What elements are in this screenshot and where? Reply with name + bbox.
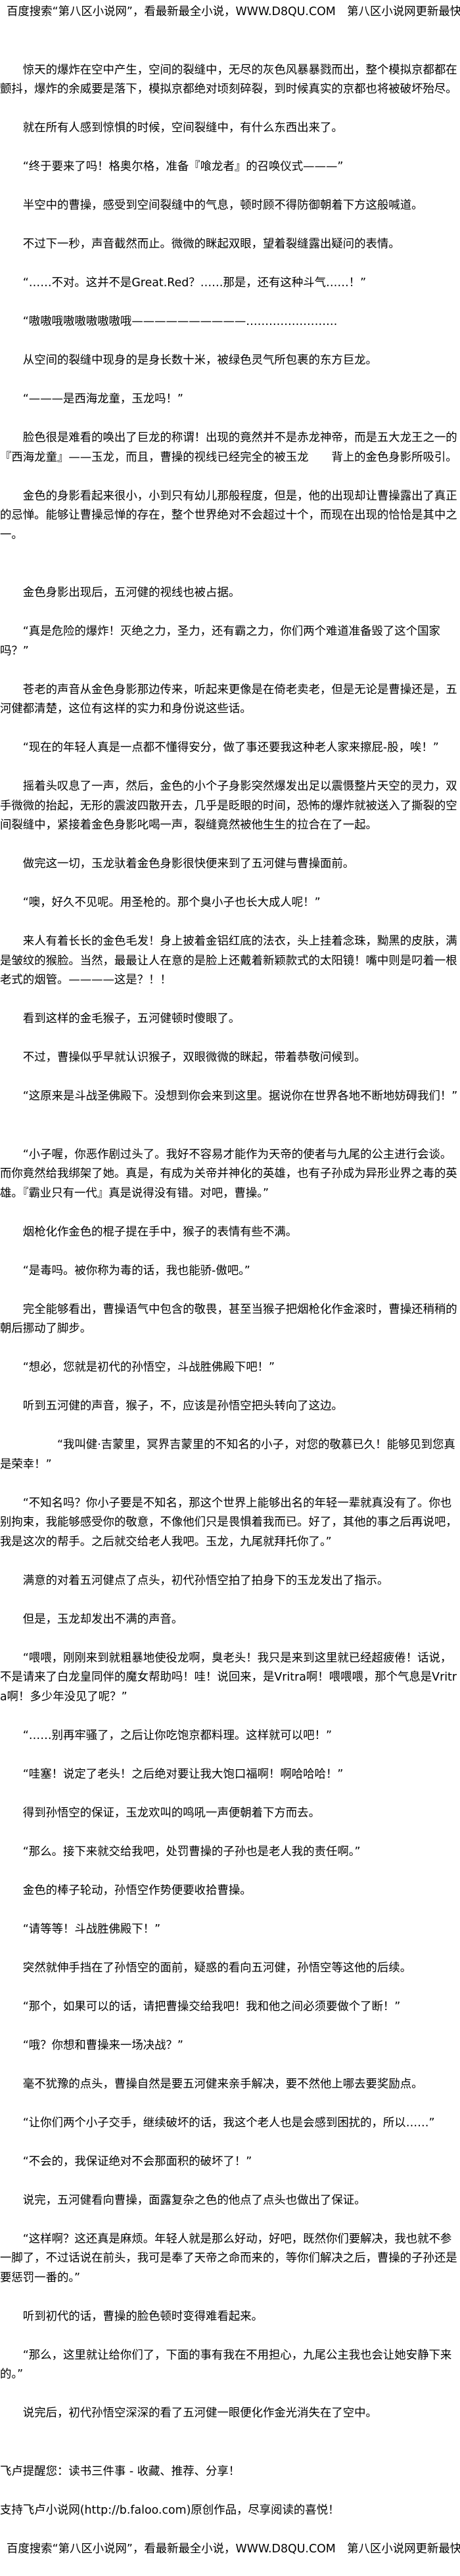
paragraph: “想必，您就是初代的孙悟空，斗战胜佛殿下吧！”: [22, 1361, 275, 1374]
paragraph: “真是危险的爆炸！灭绝之力，圣力，还有霸之力，你们两个难道准备毁了这个国家吗？”: [0, 625, 440, 658]
chapter-page: 百度搜索“第八区小说网”，看最新最全小说，WWW.D8QU.COM 第八区小说网…: [0, 3, 460, 2559]
paragraph: 烟枪化作金色的棍子提在手中，猴子的表情有些不满。: [22, 1225, 298, 1239]
paragraph: 金色的身影看起来很小，小到只有幼儿那般程度，但是，他的出现却让曹操露出了真正的忌…: [0, 489, 457, 542]
chapter-body: 惊天的爆炸在空中产生，空间的裂缝中，无尽的灰色风暴暴戮而出，整个模拟京都都在颤抖…: [0, 61, 460, 2424]
paragraph: “哇塞！说定了老头！之后绝对要让我大饱口福啊！啊哈哈哈！”: [22, 1767, 344, 1781]
paragraph: “噢，好久不见呢。用圣枪的。那个臭小子也长大成人呢！”: [22, 896, 321, 909]
paragraph: “不会的，我保证绝对不会那面积的破坏了！”: [22, 2155, 252, 2168]
paragraph: 脸色很是难看的唤出了巨龙的称谓！出现的竟然并不是赤龙神帝，而是五大龙王之一的『西…: [0, 431, 457, 464]
paragraph: 说完，五河健看向曹操，面露复杂之色的他点了点头也做出了保证。: [22, 2193, 366, 2207]
paragraph: 苍老的声音从金色身影那边传来，听起来更像是在倚老卖老，但是无论是曹操还是，五河健…: [0, 683, 457, 716]
paragraph: “这样啊？这还真是麻烦。年轻人就是那么好动，好吧，既然你们要解决，我也就不参一脚…: [0, 2232, 457, 2285]
paragraph: 不过下一秒，声音截然而止。微微的眯起双眼，望着裂缝露出疑问的表情。: [22, 238, 400, 251]
paragraph: “是毒吗。被你称为毒的话，我也能骄-傲吧。”: [22, 1264, 250, 1277]
paragraph: “让你们两个小子交手，继续破坏的话，我这个老人也是会感到困扰的，所以……”: [22, 2116, 435, 2130]
paragraph: “终于要来了吗！格奥尔格，准备『喰龙者』的召唤仪式———”: [22, 160, 344, 173]
paragraph: 看到这样的金毛猴子，五河健顿时傻眼了。: [22, 1012, 241, 1025]
paragraph: 听到五河健的声音，猴子，不，应该是孙悟空把头转向了这边。: [22, 1400, 343, 1413]
paragraph: 完全能够看出，曹操语气中包含的敬畏，甚至当猴子把烟枪化作金滚时，曹操还稍稍的朝后…: [0, 1302, 457, 1336]
paragraph: “小子喔，你恶作剧过头了。我好不容易才能作为天帝的使者与九尾的公主进行会谈。而你…: [0, 1148, 457, 1200]
paragraph: 半空中的曹操，感受到空间裂缝中的气息，顿时顾不得防御朝着下方这般喊道。: [22, 199, 423, 212]
paragraph: “———是西海龙童，玉龙吗！”: [22, 393, 183, 406]
site-banner-bottom: 百度搜索“第八区小说网”，看最新最全小说，WWW.D8QU.COM 第八区小说网…: [7, 2542, 460, 2556]
paragraph: 满意的对着五河健点了点头，初代孙悟空拍了拍身下的玉龙发出了指示。: [22, 1574, 389, 1587]
paragraph: “那么，这里就让给你们了，下面的事有我在不用担心，九尾公主我也会让她安静下来的。…: [0, 2348, 452, 2382]
paragraph: 不过，曹操似乎早就认识猴子，双眼微微的眯起，带着恭敬问候到。: [22, 1051, 366, 1064]
paragraph: “现在的年轻人真是一点都不懂得安分，做了事还要我这种老人家来擦屁-股，唉！”: [22, 741, 439, 754]
paragraph: 就在所有人感到惊惧的时候，空间裂缝中，有什么东西出来了。: [22, 121, 343, 135]
paragraph: 摇着头叹息了一声，然后，金色的小个子身影突然爆发出足以震慑整片天空的灵力，双手微…: [0, 780, 457, 832]
support-text: 支持飞卢小说网(http://b.faloo.com)原创作品，尽享阅读的喜悦！: [0, 2503, 340, 2517]
paragraph: 做完这一切，玉龙驮着金色身影很快便来到了五河健与曹操面前。: [22, 857, 355, 870]
paragraph: “不知名吗？你小子要是不知名，那这个世界上能够出名的年轻一辈就真没有了。你也别拘…: [0, 1496, 457, 1549]
paragraph: 来人有着长长的金色毛发！身上披着金铝红底的法衣，头上挂着念珠，黝黑的皮肤，满是皱…: [0, 935, 457, 987]
paragraph: “哦？你想和曹操来一场决战？”: [22, 2038, 183, 2052]
paragraph: “我叫健·吉蒙里，冥界吉蒙里的不知名的小子，对您的敬慕已久！能够见到您真是荣幸！…: [0, 1438, 455, 1471]
paragraph: 得到孙悟空的保证，玉龙欢叫的鸣吼一声便朝着下方而去。: [22, 1806, 320, 1820]
paragraph: 听到初代的话，曹操的脸色顿时变得难看起来。: [22, 2309, 264, 2323]
paragraph: “嗷嗷哦嗷嗷嗷嗷嗷哦——————————……………………: [22, 315, 338, 328]
reminder-text: 飞卢提醒您：读书三件事 - 收藏、推荐、分享！: [0, 2464, 241, 2478]
paragraph: 惊天的爆炸在空中产生，空间的裂缝中，无尽的灰色风暴暴戮而出，整个模拟京都都在颤抖…: [0, 63, 457, 97]
paragraph: “这原来是斗战圣佛殿下。没想到你会来到这里。据说你在世界各地不断地妨碍我们！”: [22, 1090, 458, 1103]
paragraph: 金色的棒子轮动，孙悟空作势便要收拾曹操。: [22, 1883, 252, 1897]
paragraph: “那个，如果可以的话，请把曹操交给我吧！我和他之间必须要做个了断！”: [22, 2000, 401, 2013]
paragraph: “……不对。这并不是Great.Red？……那是，还有这种斗气……！”: [22, 276, 367, 290]
paragraph: 突然就伸手挡在了孙悟空的面前，疑惑的看向五河健，孙悟空等这他的后续。: [22, 1961, 412, 1975]
paragraph: “那么。接下来就交给我吧，处罚曹操的子孙也是老人我的责任啊。”: [22, 1845, 361, 1858]
site-banner-top: 百度搜索“第八区小说网”，看最新最全小说，WWW.D8QU.COM 第八区小说网…: [7, 5, 460, 18]
paragraph: “请等等！斗战胜佛殿下！”: [22, 1922, 161, 1936]
paragraph: “喂喂，刚刚来到就粗暴地使役龙啊，臭老头！我只是来到这里就已经超疲倦！话说，不是…: [0, 1651, 457, 1704]
paragraph: “……别再牢骚了，之后让你吃饱京都料理。这样就可以吧！”: [22, 1728, 332, 1742]
paragraph: 从空间的裂缝中现身的是身长数十米，被绿色灵气所包裹的东方巨龙。: [22, 354, 377, 367]
paragraph: 但是，玉龙却发出不满的声音。: [22, 1612, 183, 1626]
paragraph: 说完后，初代孙悟空深深的看了五河健一眼便化作金光消失在了空中。: [22, 2407, 377, 2420]
paragraph: 毫不犹豫的点头，曹操自然是要五河健来亲手解决，要不然他上哪去要奖励点。: [22, 2077, 423, 2091]
paragraph: 金色身影出现后，五河健的视线也被占据。: [22, 586, 241, 599]
